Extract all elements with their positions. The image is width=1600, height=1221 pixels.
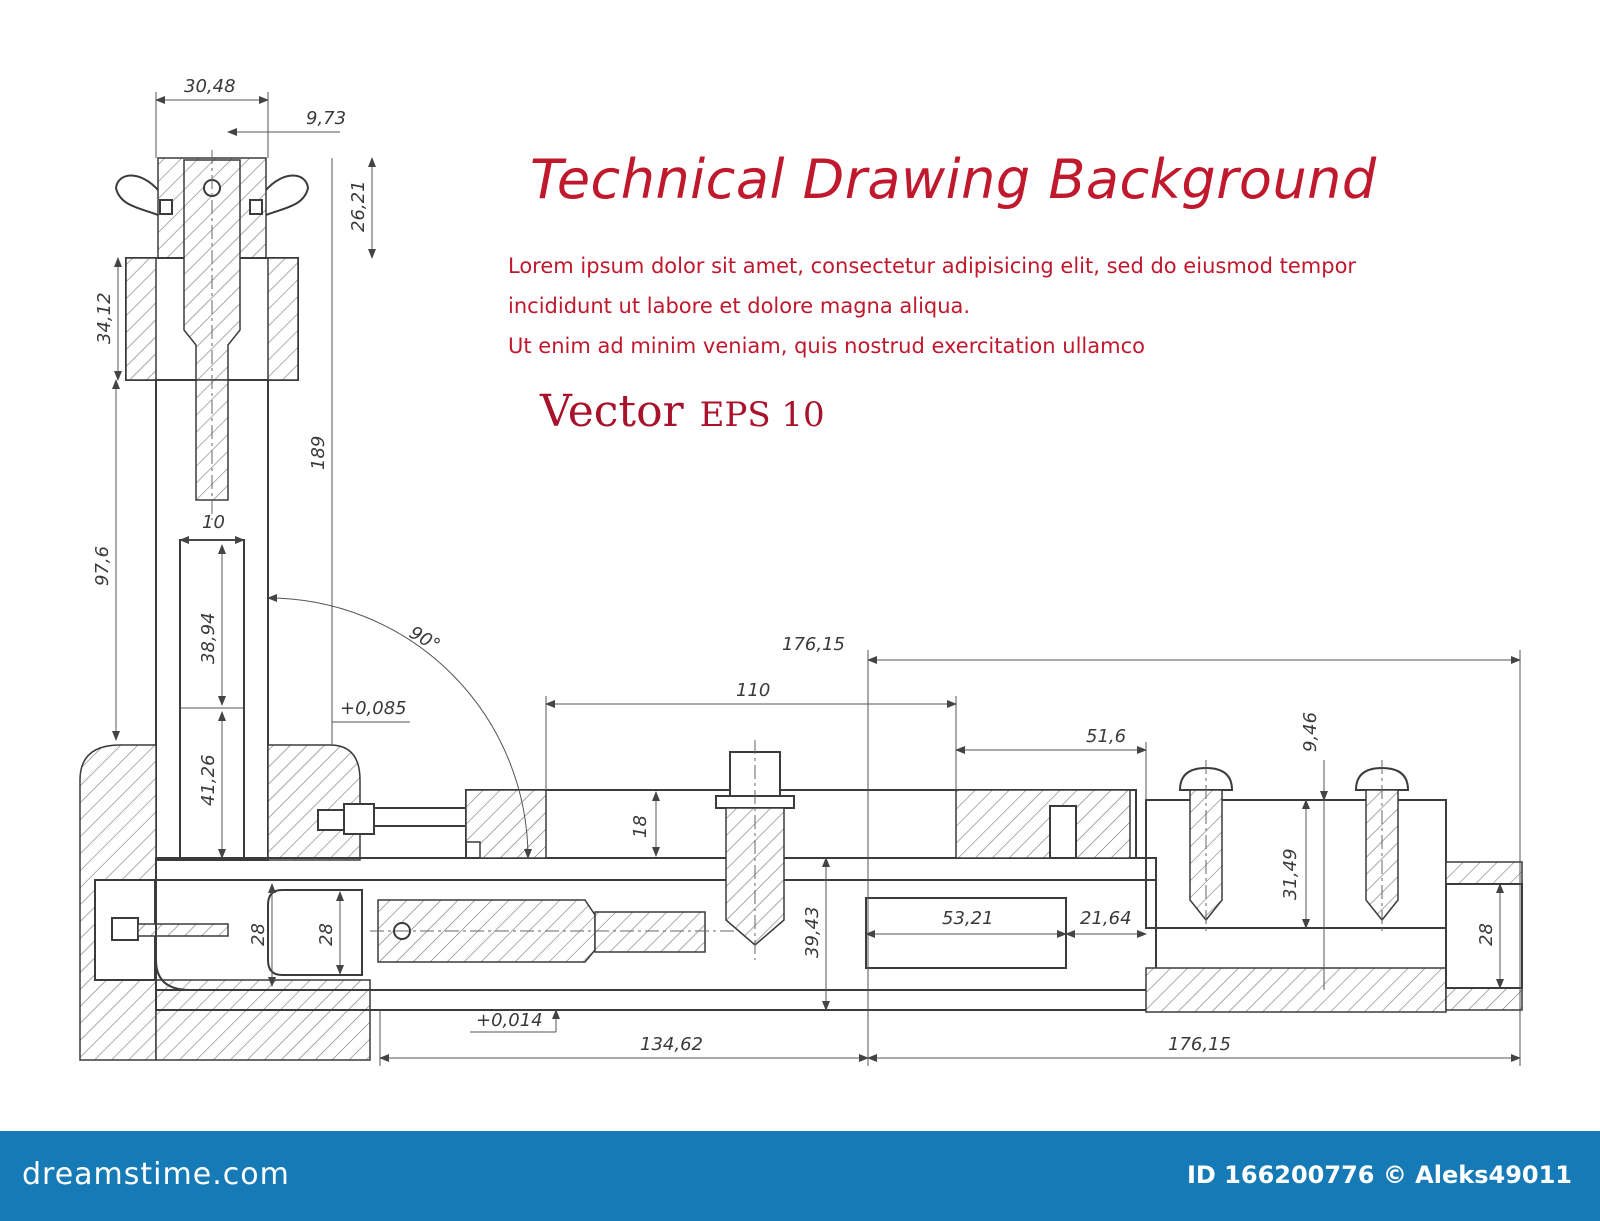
dim-28-right: 28 <box>1476 923 1497 946</box>
dim-39-43: 39,43 <box>802 906 823 958</box>
dimension-labels: 30,48 9,73 26,21 34,12 189 10 97,6 38,94… <box>92 76 1497 1055</box>
dim-34-12: 34,12 <box>94 292 115 344</box>
tolerance-014: +0,014 <box>476 1010 543 1031</box>
body-line-3: Ut enim ad minim veniam, quis nostrud ex… <box>508 334 1145 358</box>
dim-51-6: 51,6 <box>1086 726 1126 747</box>
dim-21-64: 21,64 <box>1080 908 1132 929</box>
footer-bar: dreamstime.com ID 166200776 © Aleks49011 <box>0 1131 1600 1221</box>
technical-drawing: 30,48 9,73 26,21 34,12 189 10 97,6 38,94… <box>79 76 1523 1066</box>
tolerance-085: +0,085 <box>340 698 407 719</box>
dim-28-a: 28 <box>248 923 269 946</box>
dim-110: 110 <box>736 680 770 701</box>
dim-90-degrees: 90° <box>406 622 444 656</box>
body-line-2: incididunt ut labore et dolore magna ali… <box>508 294 971 318</box>
dimension-lines <box>112 92 1521 1066</box>
dim-189: 189 <box>308 436 329 470</box>
dim-28-b: 28 <box>316 923 337 946</box>
dim-18: 18 <box>630 815 651 838</box>
dim-38-94: 38,94 <box>198 612 219 664</box>
body-line-1: Lorem ipsum dolor sit amet, consectetur … <box>508 254 1357 278</box>
image-credit: ID 166200776 © Aleks49011 <box>1186 1161 1572 1189</box>
base-beam <box>155 740 1523 1013</box>
vector-text: Vector <box>540 386 684 437</box>
dim-176-15-bottom: 176,15 <box>1168 1034 1231 1055</box>
eps-text: EPS 10 <box>699 395 825 435</box>
dim-41-26: 41,26 <box>198 754 219 806</box>
dim-9-46: 9,46 <box>1300 712 1321 752</box>
dim-97-6: 97,6 <box>92 546 113 586</box>
dim-31-49: 31,49 <box>1280 848 1301 900</box>
dim-53-21: 53,21 <box>942 908 994 929</box>
vector-label: Vector EPS 10 <box>540 386 825 437</box>
dim-26-21: 26,21 <box>348 180 369 232</box>
dim-10: 10 <box>202 512 225 533</box>
dim-176-15-top: 176,15 <box>782 634 845 655</box>
vertical-column <box>114 150 310 861</box>
site-logo[interactable]: dreamstime.com <box>22 1157 290 1192</box>
dim-9-73: 9,73 <box>306 108 346 129</box>
page-title: Technical Drawing Background <box>530 148 1377 211</box>
dim-134-62: 134,62 <box>640 1034 703 1055</box>
dim-30-48: 30,48 <box>184 76 236 97</box>
